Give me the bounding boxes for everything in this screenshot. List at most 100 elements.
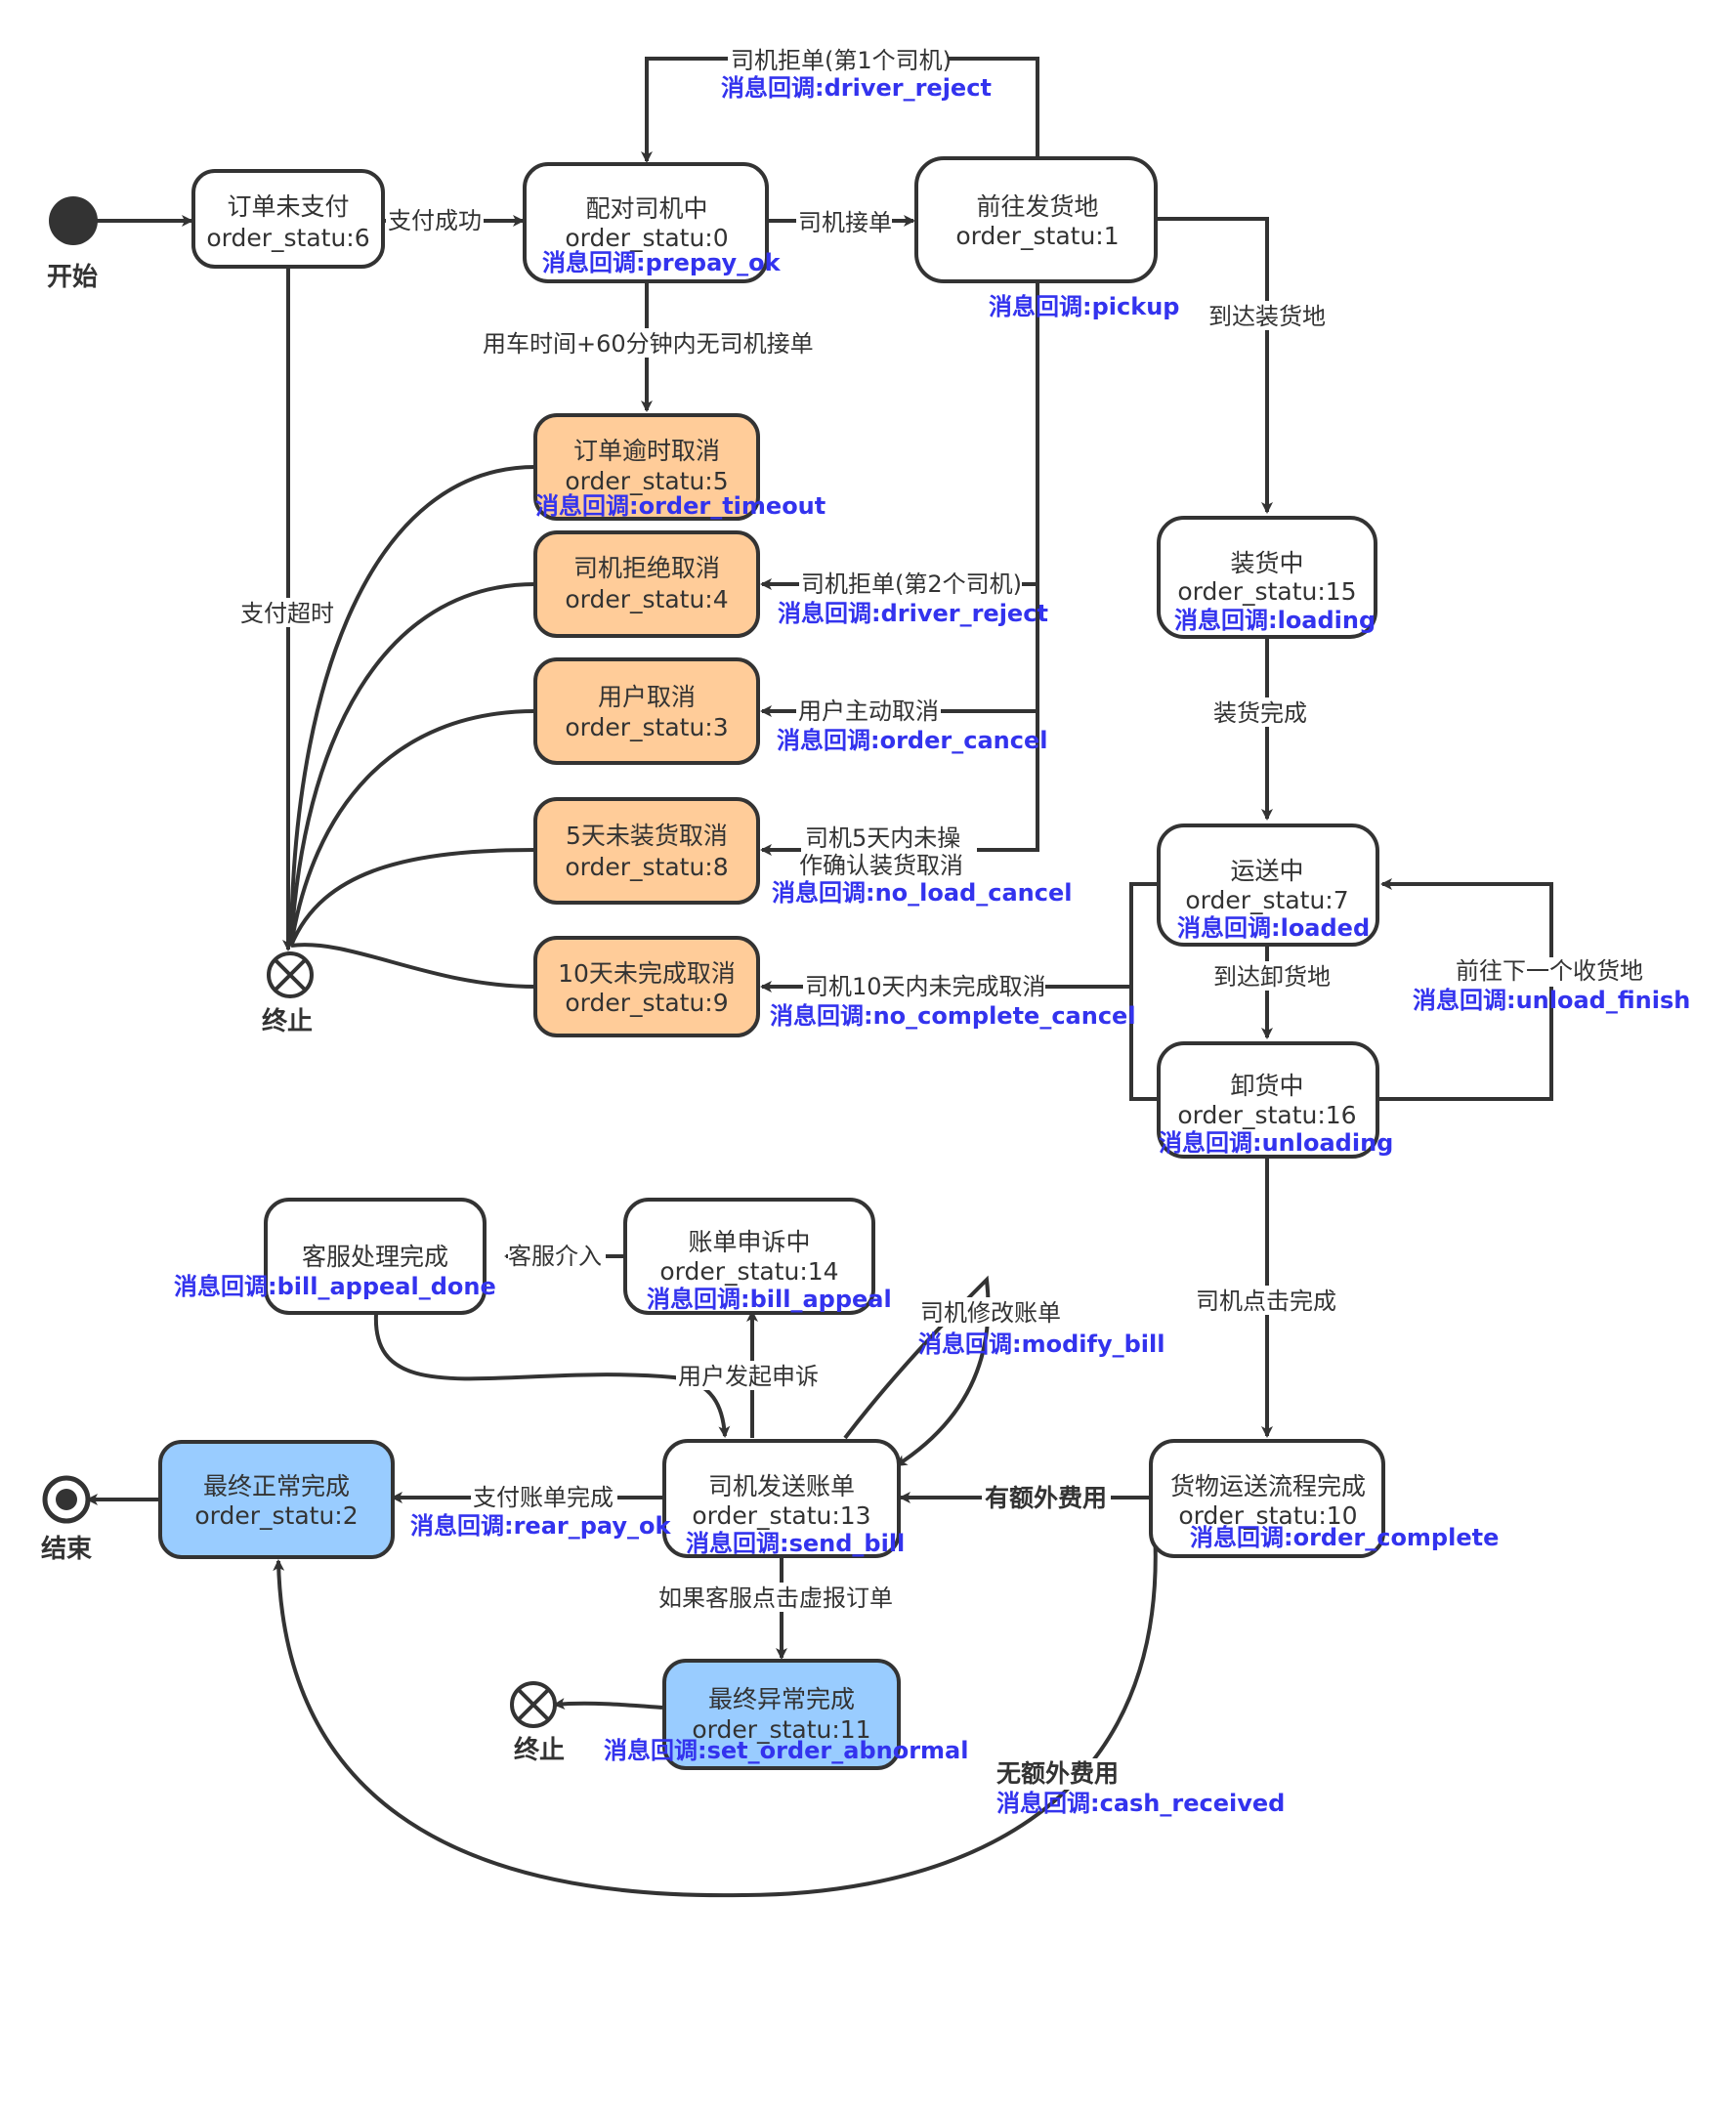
label-no-extra-fee-cb: 消息回调:cash_received <box>996 1790 1285 1817</box>
state-status: order_statu:5 <box>565 467 728 495</box>
state-name: 订单未支付 <box>227 192 349 221</box>
state-name: 账单申诉中 <box>688 1228 810 1256</box>
state-callback: 消息回调:send_bill <box>686 1530 905 1557</box>
label-no-extra-fee: 无额外费用 <box>996 1759 1119 1788</box>
label-fake-order: 如果客服点击虚报订单 <box>658 1584 893 1612</box>
label-pay-bill-done-cb: 消息回调:rear_pay_ok <box>410 1512 672 1540</box>
transition-labels: 支付成功 司机拒单(第1个司机) 消息回调:driver_reject 司机接单… <box>238 45 1690 1817</box>
state-in-transit: 运送中 order_statu:7 消息回调:loaded <box>1157 824 1379 947</box>
state-send-bill: 司机发送账单 order_statu:13 消息回调:send_bill <box>662 1439 905 1558</box>
state-callback: 消息回调:unloading <box>1159 1129 1393 1157</box>
state-callback: 消息回调:loaded <box>1177 914 1370 942</box>
state-name: 5天未装货取消 <box>566 822 728 850</box>
state-name: 配对司机中 <box>585 194 707 223</box>
label-driver-reject-first-cb: 消息回调:driver_reject <box>721 74 992 102</box>
state-callback: 消息回调:order_timeout <box>535 492 826 520</box>
end-node: 结束 <box>41 1475 93 1564</box>
state-status: order_statu:14 <box>659 1257 838 1286</box>
state-bill-appeal: 账单申诉中 order_statu:14 消息回调:bill_appeal <box>623 1198 892 1315</box>
state-callback-pickup: 消息回调:pickup <box>989 293 1179 320</box>
state-name: 卸货中 <box>1230 1072 1303 1100</box>
state-status: order_statu:3 <box>565 713 728 741</box>
label-driver-reject-first: 司机拒单(第1个司机) <box>731 47 952 74</box>
edge-no-complete-bracket <box>1129 882 1159 1101</box>
state-status: order_statu:1 <box>955 222 1119 250</box>
state-name: 客服处理完成 <box>302 1243 448 1271</box>
state-final-normal: 最终正常完成 order_statu:2 <box>158 1440 395 1559</box>
state-name: 最终正常完成 <box>203 1472 350 1500</box>
label-next-receiver-cb: 消息回调:unload_finish <box>1413 987 1690 1014</box>
state-no-complete-cancel: 10天未完成取消 order_statu:9 <box>533 936 760 1037</box>
state-name: 最终异常完成 <box>708 1685 855 1713</box>
terminate-label-2: 终止 <box>514 1735 565 1765</box>
edge-abnormal-to-terminate <box>553 1698 663 1711</box>
state-callback-abnormal: 消息回调:set_order_abnormal <box>604 1737 968 1764</box>
state-status: order_statu:0 <box>565 224 728 252</box>
state-service-done: 客服处理完成 <box>264 1198 487 1315</box>
state-callback: 消息回调:loading <box>1174 607 1376 634</box>
state-no-load-cancel: 5天未装货取消 order_statu:8 <box>533 797 760 905</box>
state-status: order_statu:2 <box>194 1501 358 1530</box>
state-status: order_statu:6 <box>206 224 369 252</box>
label-next-receiver: 前往下一个收货地 <box>1456 957 1643 985</box>
state-unpaid: 订单未支付 order_statu:6 <box>191 169 385 269</box>
edge-arrive-loading <box>1156 217 1273 514</box>
edge-driver-branch-line <box>992 281 1039 852</box>
label-driver-accept: 司机接单 <box>798 209 892 236</box>
state-to-pickup: 前往发货地 order_statu:1 <box>914 156 1158 283</box>
start-label: 开始 <box>47 263 98 292</box>
label-loading-done: 装货完成 <box>1213 699 1307 727</box>
label-service-intervene: 客服介入 <box>508 1243 602 1270</box>
state-user-cancel: 用户取消 order_statu:3 <box>533 657 760 765</box>
state-final-abnormal: 最终异常完成 order_statu:11 <box>662 1659 901 1770</box>
state-driver-reject-cancel: 司机拒绝取消 order_statu:4 <box>533 530 760 638</box>
state-status: order_statu:8 <box>565 853 728 881</box>
state-status: order_statu:4 <box>565 585 728 613</box>
label-no-complete-cb: 消息回调:no_complete_cancel <box>770 1002 1136 1030</box>
state-name: 装货中 <box>1230 549 1303 577</box>
label-no-load-line2: 作确认装货取消 <box>799 852 963 879</box>
edge-noload-to-terminate <box>289 848 536 947</box>
state-name: 司机发送账单 <box>708 1472 855 1500</box>
label-no-load-line1: 司机5天内未操 <box>805 824 960 852</box>
state-status: order_statu:11 <box>692 1715 870 1744</box>
state-name: 运送中 <box>1230 857 1303 885</box>
label-driver-modify-bill-cb: 消息回调:modify_bill <box>918 1331 1164 1358</box>
state-callback-complete: 消息回调:order_complete <box>1190 1524 1499 1551</box>
label-driver-reject-second: 司机拒单(第2个司机) <box>801 570 1022 598</box>
state-timeout-cancel: 订单逾时取消 order_statu:5 消息回调:order_timeout <box>533 413 826 521</box>
label-no-complete: 司机10天内未完成取消 <box>805 973 1046 1000</box>
state-status: order_statu:7 <box>1185 886 1348 914</box>
start-node: 开始 <box>47 196 98 292</box>
state-name: 司机拒绝取消 <box>573 554 720 582</box>
state-status: order_statu:9 <box>565 989 728 1017</box>
state-name: 货物运送流程完成 <box>1170 1472 1366 1500</box>
label-arrive-loading: 到达装货地 <box>1208 303 1326 330</box>
state-delivery-complete: 货物运送流程完成 order_statu:10 <box>1149 1439 1385 1558</box>
state-unloading: 卸货中 order_statu:16 消息回调:unloading <box>1157 1041 1393 1159</box>
state-callback-service-done: 消息回调:bill_appeal_done <box>174 1273 496 1300</box>
label-extra-fee: 有额外费用 <box>985 1484 1107 1512</box>
state-status: order_statu:13 <box>692 1501 870 1530</box>
edge-driver-modify-bill <box>843 1275 991 1467</box>
state-name: 用户取消 <box>598 683 696 711</box>
edge-usercancel-to-terminate <box>289 709 536 947</box>
edge-reject-to-terminate <box>289 582 536 947</box>
edge-next-receiver <box>1377 878 1553 1101</box>
terminate-node-2: 终止 <box>510 1681 565 1765</box>
edge-timeout-to-terminate <box>289 465 536 947</box>
edge-done-to-send-bill <box>373 1313 731 1438</box>
state-status: order_statu:16 <box>1177 1101 1356 1129</box>
label-driver-click-done: 司机点击完成 <box>1196 1288 1336 1315</box>
terminate-node-1: 终止 <box>262 951 314 1036</box>
end-label: 结束 <box>41 1534 93 1564</box>
state-name: 10天未完成取消 <box>558 959 736 988</box>
label-no-load-cb: 消息回调:no_load_cancel <box>772 879 1073 907</box>
label-pay-timeout: 支付超时 <box>240 600 334 627</box>
state-callback: 消息回调:prepay_ok <box>542 249 782 276</box>
state-callback: 消息回调:bill_appeal <box>647 1286 892 1313</box>
state-status: order_statu:15 <box>1177 577 1356 606</box>
state-name: 订单逾时取消 <box>573 437 720 465</box>
label-user-cancel: 用户主动取消 <box>798 697 939 725</box>
